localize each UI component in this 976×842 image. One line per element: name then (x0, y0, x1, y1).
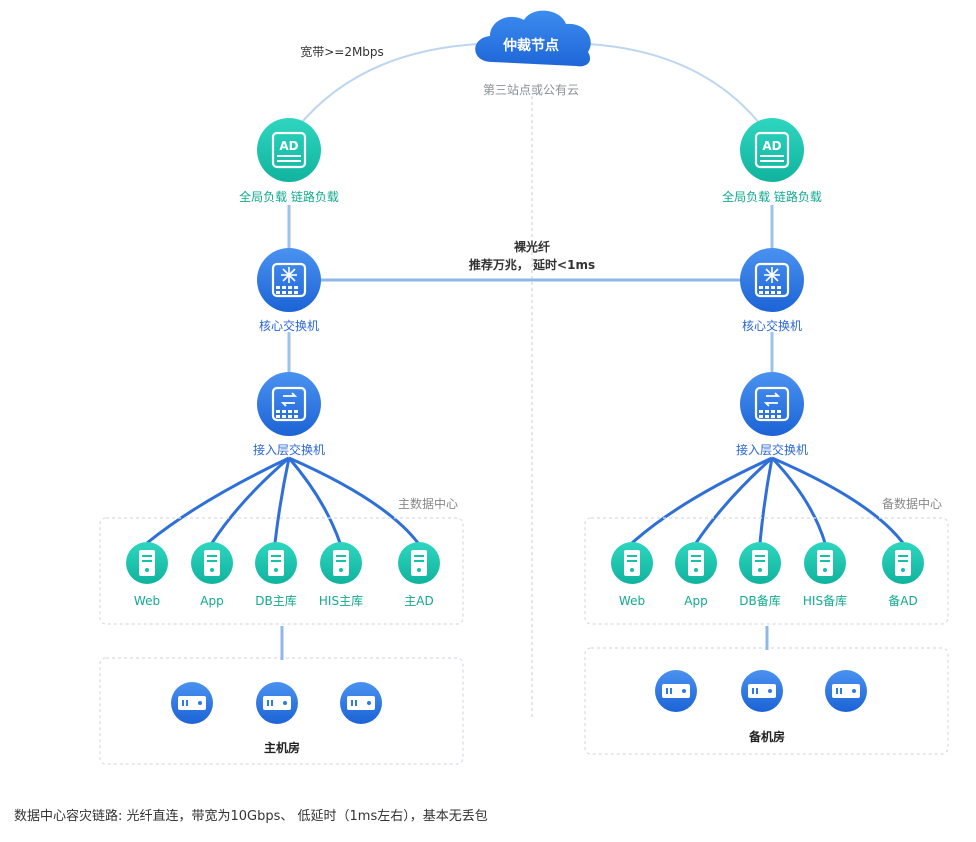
arbiter-link-left (287, 43, 479, 141)
fiber-label-1: 裸光纤 (514, 239, 550, 254)
footer-note: 数据中心容灾链路: 光纤直连，带宽为10Gbps、 低延时（1ms左右），基本无… (14, 809, 488, 824)
server-icon (817, 550, 833, 576)
cloud-subtitle: 第三站点或公有云 (483, 83, 579, 97)
access-switch-left (257, 372, 321, 436)
fiber-label-2: 推荐万兆， 延时<1ms (469, 257, 595, 272)
core-switch-left (257, 248, 321, 312)
server-node-right-0 (611, 542, 653, 584)
rack-server-left-2 (340, 682, 382, 724)
rack-server-right-2 (825, 670, 867, 712)
server-node-left-2 (255, 542, 297, 584)
server-label-left-his: HIS主库 (319, 593, 363, 608)
server-icon (268, 550, 284, 576)
server-node-right-2 (739, 542, 781, 584)
ad-icon: AD (279, 139, 298, 153)
server-node-right-3 (804, 542, 846, 584)
fanout-right (630, 456, 905, 545)
backup-dc-box (584, 517, 949, 625)
lb-label-right: 全局负载 链路负载 (722, 189, 822, 204)
server-icon (624, 550, 640, 576)
server-icon (752, 550, 768, 576)
access-label-left: 接入层交换机 (253, 442, 325, 457)
backup-room-label: 备机房 (748, 729, 785, 744)
rack-server-right-0 (655, 670, 697, 712)
server-label-right-ad: 备AD (888, 594, 917, 608)
access-label-right: 接入层交换机 (736, 442, 808, 457)
server-node-left-0 (126, 542, 168, 584)
rack-server-icon (178, 696, 206, 710)
server-icon (139, 550, 155, 576)
cloud-title: 仲裁节点 (503, 37, 559, 54)
core-switch-icon (764, 267, 780, 283)
server-label-right-his: HIS备库 (803, 593, 847, 608)
access-switch-right (740, 372, 804, 436)
ad-icon: AD (762, 139, 781, 153)
rack-server-icon (832, 684, 860, 698)
access-switch-icon (280, 392, 298, 407)
server-node-left-3 (320, 542, 362, 584)
backup-dc-label: 备数据中心 (882, 496, 942, 511)
rack-server-right-1 (741, 670, 783, 712)
server-label-left-db: DB主库 (255, 593, 296, 608)
server-label-left-ad: 主AD (404, 594, 433, 608)
rack-server-icon (748, 684, 776, 698)
server-label-right-web: Web (619, 594, 645, 608)
server-label-right-db: DB备库 (739, 593, 780, 608)
rack-server-icon (263, 696, 291, 710)
rack-server-icon (347, 696, 375, 710)
access-switch-icon (763, 392, 781, 407)
server-icon (333, 550, 349, 576)
core-label-right: 核心交换机 (742, 318, 802, 333)
server-node-right-4 (882, 542, 924, 584)
server-label-right-app: App (684, 594, 707, 608)
arbiter-link-right (587, 43, 773, 141)
rack-server-icon (662, 684, 690, 698)
core-switch-right (740, 248, 804, 312)
server-icon (204, 550, 220, 576)
rack-server-left-0 (171, 682, 213, 724)
bandwidth-label: 宽带>=2Mbps (300, 44, 384, 59)
server-label-left-web: Web (134, 594, 160, 608)
lb-node-left: AD (257, 118, 321, 182)
server-node-left-4 (398, 542, 440, 584)
server-icon (688, 550, 704, 576)
core-label-left: 核心交换机 (259, 318, 319, 333)
server-icon (895, 550, 911, 576)
server-label-left-app: App (200, 594, 223, 608)
rack-server-left-1 (256, 682, 298, 724)
main-room-label: 主机房 (264, 740, 300, 755)
lb-label-left: 全局负载 链路负载 (239, 189, 339, 204)
core-switch-icon (281, 267, 297, 283)
main-dc-label: 主数据中心 (398, 496, 458, 511)
fanout-left (146, 456, 420, 545)
server-node-left-1 (191, 542, 233, 584)
server-icon (411, 550, 427, 576)
lb-node-right: AD (740, 118, 804, 182)
server-node-right-1 (675, 542, 717, 584)
main-dc-box (99, 517, 464, 625)
arbiter-cloud: 仲裁节点 (475, 10, 591, 67)
